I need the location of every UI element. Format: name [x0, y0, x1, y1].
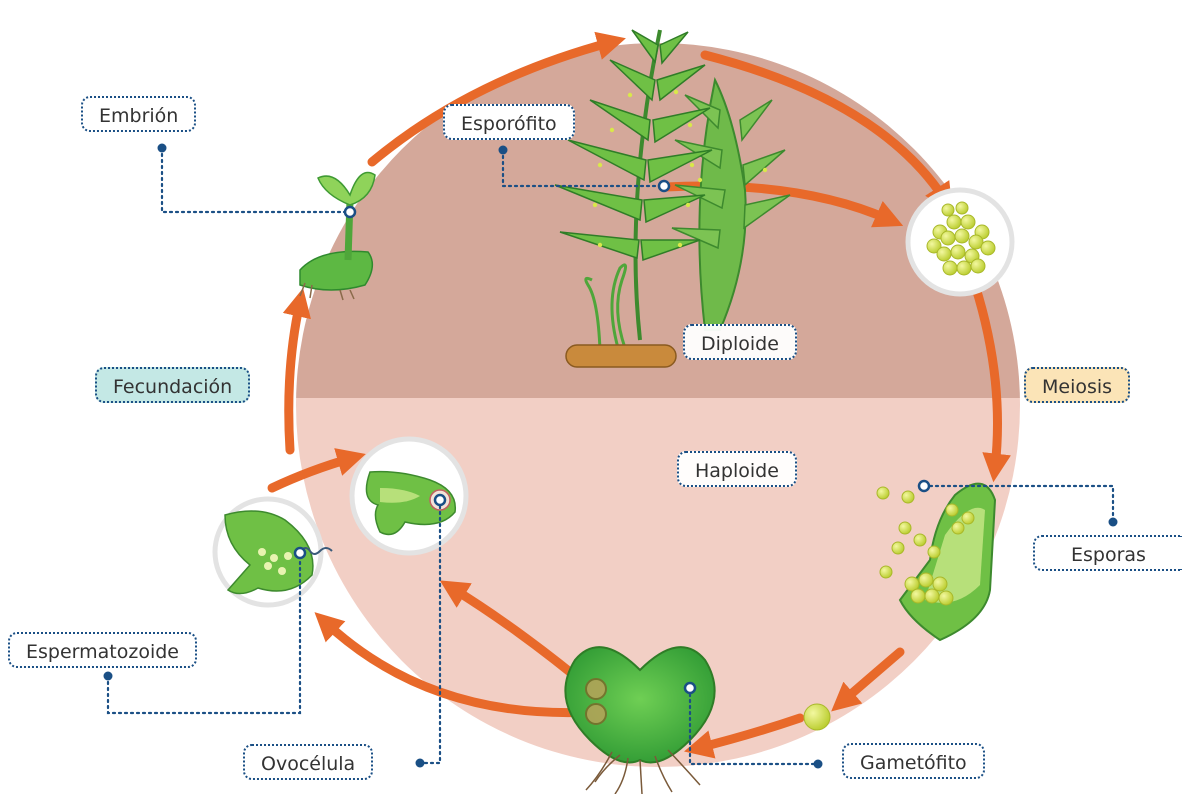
ovocell-detail-circle	[352, 439, 466, 553]
label-diploide: Diploide	[683, 324, 797, 360]
label-meiosis: Meiosis	[1024, 367, 1130, 403]
label-embrion: Embrión	[81, 96, 196, 132]
rhizome	[566, 345, 676, 367]
label-gametofito: Gametófito	[842, 743, 985, 779]
single-spore	[804, 704, 830, 730]
sporangium-detail-circle	[908, 190, 1012, 294]
label-fecundacion: Fecundación	[95, 367, 250, 403]
label-esporofito: Esporófito	[443, 104, 575, 140]
label-espermatozoide: Espermatozoide	[8, 632, 197, 668]
label-ovocelula: Ovocélula	[243, 744, 373, 780]
gametophyte-illustration	[565, 647, 714, 794]
label-esporas: Esporas	[1033, 535, 1182, 571]
label-haploide: Haploide	[677, 451, 797, 487]
